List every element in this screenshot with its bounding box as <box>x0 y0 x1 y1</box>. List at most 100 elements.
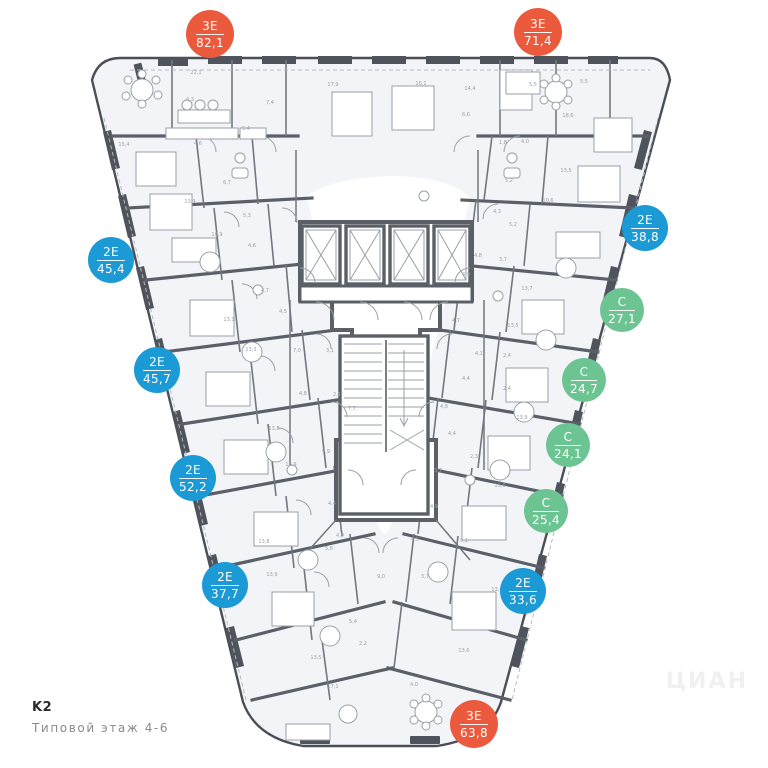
room-area-label: 13,6 <box>458 648 469 654</box>
room-area-label: 10,6 <box>542 198 553 204</box>
badge-type-label: 2Е <box>149 354 165 369</box>
room-area-label: 4,7 <box>452 318 460 324</box>
room-area-label: 4,8 <box>440 404 448 410</box>
badge-type-label: С <box>579 364 589 379</box>
badge-type-label: 2Е <box>103 244 119 259</box>
room-area-label: 4,6 <box>194 141 202 147</box>
room-area-label: 4,0 <box>336 533 344 539</box>
room-area-label: 3,1 <box>326 348 334 354</box>
room-area-label: 4,3 <box>493 209 501 215</box>
badge-area-label: 27,1 <box>608 311 636 326</box>
room-area-label: 13,9 <box>516 415 527 421</box>
badge-type-label: С <box>617 294 627 309</box>
apartment-badge-apt-c-24-7[interactable]: С 24,7 <box>562 358 606 402</box>
room-area-label: 4,5 <box>411 537 419 543</box>
badge-area-label: 33,6 <box>509 592 537 607</box>
apartment-badge-apt-2e-37-7[interactable]: 2Е 37,7 <box>202 562 248 608</box>
badge-area-label: 37,7 <box>211 586 239 601</box>
badge-area-label: 45,7 <box>143 371 171 386</box>
badge-divider <box>509 590 537 592</box>
room-area-label: 13,8 <box>268 426 279 432</box>
room-area-label: 5,4 <box>242 126 250 132</box>
badge-area-label: 52,2 <box>179 479 207 494</box>
apartment-badge-apt-c-27-1[interactable]: С 27,1 <box>600 288 644 332</box>
badge-area-label: 24,7 <box>570 381 598 396</box>
badge-divider <box>211 584 239 586</box>
badge-type-label: 3Е <box>466 708 482 723</box>
room-area-label: 15,4 <box>118 142 129 148</box>
central-core <box>298 220 474 522</box>
room-area-label: 4,0 <box>521 139 529 145</box>
room-area-label: 13,8 <box>258 539 269 545</box>
badge-divider <box>608 309 636 311</box>
plan-caption: K2 Типовой этаж 4-6 <box>32 700 169 735</box>
room-area-label: 13,9 <box>285 462 296 468</box>
room-area-label: 13,5 <box>310 655 321 661</box>
room-area-label: 5,6 <box>325 546 333 552</box>
badge-type-label: С <box>563 429 573 444</box>
badge-area-label: 63,8 <box>460 725 488 740</box>
room-area-label: 13,9 <box>266 572 277 578</box>
room-area-label: 4,0 <box>410 682 418 688</box>
room-area-label: 9,1 <box>460 538 468 544</box>
apartment-badge-apt-2e-45-7[interactable]: 2Е 45,7 <box>134 347 180 393</box>
badge-type-label: 3Е <box>202 18 218 33</box>
room-area-label: 3,7 <box>434 468 442 474</box>
room-area-label: 16,1 <box>415 81 426 87</box>
room-area-label: 13,5 <box>560 168 571 174</box>
room-area-label: 13,5 <box>507 323 518 329</box>
room-area-label: 3,7 <box>499 257 507 263</box>
room-area-label: 13,4 <box>491 587 502 593</box>
watermark: ЦИАН <box>665 669 748 694</box>
badge-type-label: 2Е <box>217 569 233 584</box>
badge-area-label: 82,1 <box>196 35 224 50</box>
room-area-label: 4,7 <box>261 288 269 294</box>
badge-divider <box>143 369 171 371</box>
room-area-label: 4,4 <box>462 376 470 382</box>
badge-divider <box>179 477 207 479</box>
room-area-label: 4,1 <box>475 351 483 357</box>
room-area-label: 4,9 <box>430 504 438 510</box>
apartment-badge-apt-2e-45-4[interactable]: 2Е 45,4 <box>88 237 134 283</box>
badge-divider <box>195 33 225 35</box>
badge-type-label: 2Е <box>185 462 201 477</box>
room-area-label: 4,5 <box>279 309 287 315</box>
badge-area-label: 45,4 <box>97 261 125 276</box>
elevator-bank <box>300 224 472 286</box>
room-area-label: 7,0 <box>293 348 301 354</box>
room-area-label: 5,2 <box>505 178 513 184</box>
room-area-label: 2,4 <box>503 386 511 392</box>
apartment-badge-apt-2e-52-2[interactable]: 2Е 52,2 <box>170 455 216 501</box>
room-area-label: 5,5 <box>580 79 588 85</box>
room-area-label: 14,4 <box>464 86 475 92</box>
stairwell <box>338 334 430 516</box>
room-area-label: 2,4 <box>503 353 511 359</box>
apartment-badge-apt-3e-82-1[interactable]: 3Е 82,1 <box>186 10 234 58</box>
walls-left-wing <box>110 134 394 702</box>
room-area-label: 13,7 <box>521 286 532 292</box>
room-area-label: 7,7 <box>348 406 356 412</box>
room-area-label: 18,6 <box>562 113 573 119</box>
room-area-label: 2,3 <box>470 454 478 460</box>
apartment-badge-apt-3e-63-8[interactable]: 3Е 63,8 <box>450 700 498 748</box>
room-area-label: 5,3 <box>243 213 251 219</box>
room-area-label: 17,1 <box>327 684 338 690</box>
room-area-label: 15,0 <box>494 483 505 489</box>
room-area-label: 5,5 <box>529 82 537 88</box>
badge-type-label: 3Е <box>530 16 546 31</box>
walls-right-wing <box>386 134 650 702</box>
room-area-label: 13,3 <box>245 347 256 353</box>
room-area-label: 18,9 <box>211 232 222 238</box>
room-area-label: 4,3 <box>186 97 194 103</box>
room-area-label: 6,6 <box>462 112 470 118</box>
room-area-label: 4,4 <box>448 431 456 437</box>
room-area-label: 13,1 <box>223 317 234 323</box>
badge-type-label: 2Е <box>637 212 653 227</box>
